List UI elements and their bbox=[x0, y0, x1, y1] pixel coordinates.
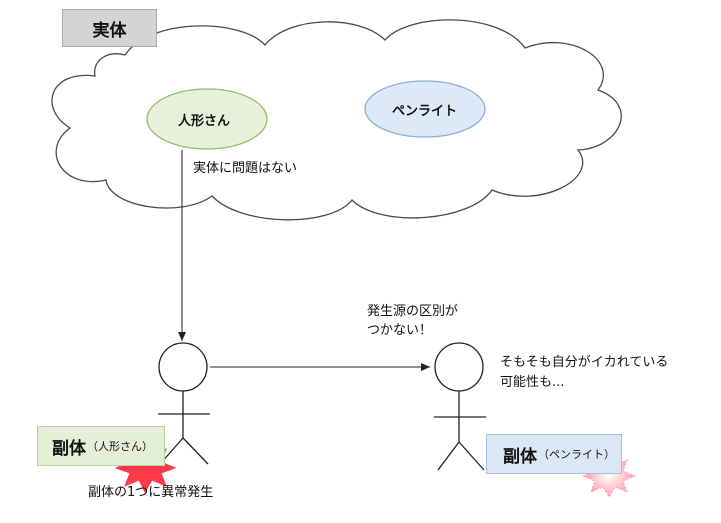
source-note-line-1: 発生源の区別が bbox=[367, 304, 459, 319]
replica-doll-main: 副体 bbox=[52, 438, 86, 459]
anomaly-note: 副体の1つに異常発生 bbox=[88, 485, 214, 500]
replica-penlight-label: 副体 （ペンライト） bbox=[486, 434, 622, 474]
source-note-line-2: つかない！ bbox=[367, 323, 433, 338]
doubt-note-line-1: そもそも自分がイカれている bbox=[500, 355, 669, 370]
edge-label: 実体に問題はない bbox=[193, 161, 298, 176]
doll-node bbox=[146, 88, 268, 150]
replica-penlight-sub: （ペンライト） bbox=[538, 448, 615, 461]
cloud-shape bbox=[51, 19, 622, 221]
replica-doll-sub: （人形さん） bbox=[87, 440, 153, 453]
doll-node-label: 人形さん bbox=[178, 114, 231, 129]
real-entity-label: 実体 bbox=[62, 9, 157, 47]
penlight-node-label: ペンライト bbox=[392, 104, 458, 119]
stick-figure-b bbox=[434, 342, 486, 471]
stick-figure-a bbox=[158, 342, 210, 465]
penlight-node bbox=[364, 80, 486, 138]
doubt-note-line-2: 可能性も... bbox=[500, 375, 565, 390]
replica-doll-label: 副体 （人形さん） bbox=[37, 426, 165, 466]
replica-penlight-main: 副体 bbox=[503, 446, 537, 467]
real-entity-text: 実体 bbox=[92, 20, 127, 41]
